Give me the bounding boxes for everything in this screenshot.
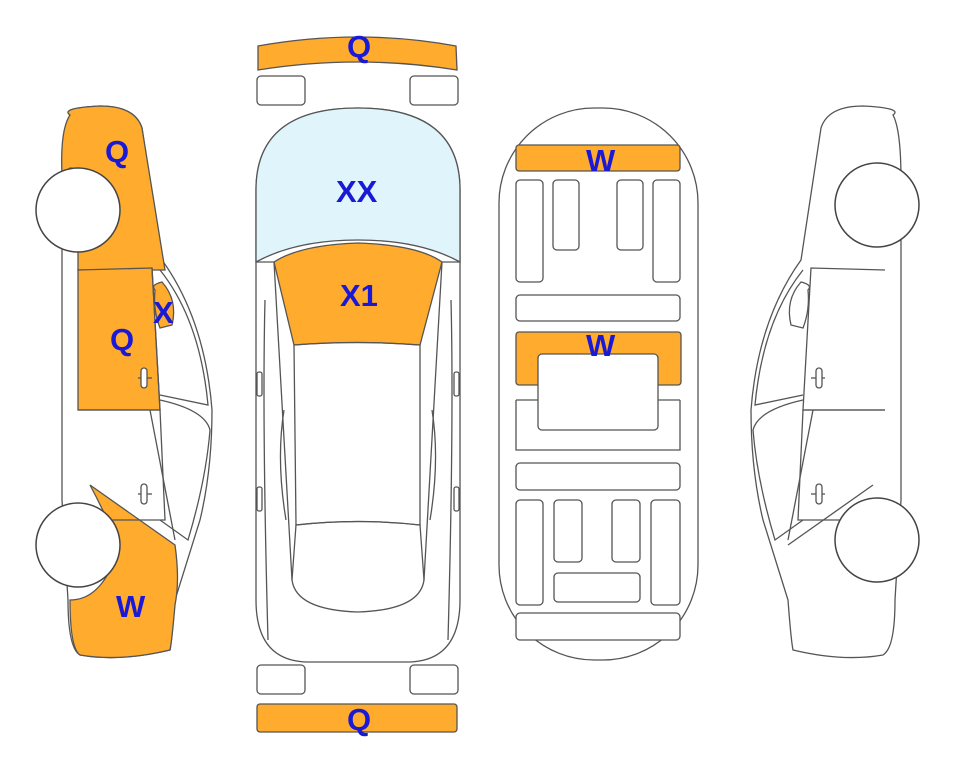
- front-roof-panel: [515, 144, 681, 172]
- rear-bumper-panel: [256, 703, 458, 733]
- windshield-panel: [255, 107, 461, 264]
- underside-view: W W: [498, 107, 699, 661]
- hood-label: X1: [340, 278, 378, 313]
- left-rear-wheel: [35, 502, 121, 588]
- left-mirror-panel: [152, 281, 175, 329]
- left-front-door-label: Q: [110, 322, 134, 357]
- right-taillight: [409, 664, 459, 695]
- left-front-wheel: [35, 167, 121, 253]
- left-fender-label: Q: [105, 134, 129, 169]
- left-taillight: [256, 664, 306, 695]
- left-side-view: Q Q X W: [35, 105, 213, 659]
- middle-floor-label: W: [586, 328, 616, 363]
- front-bumper-label: Q: [347, 29, 371, 64]
- left-rear-quarter-label: W: [116, 589, 146, 624]
- right-headlight: [409, 75, 459, 106]
- left-headlight: [256, 75, 306, 106]
- right-side-view: [750, 105, 920, 659]
- front-bumper-panel: [257, 36, 458, 71]
- top-view: Q XX X1 Q: [255, 29, 461, 737]
- windshield-label: XX: [336, 174, 378, 209]
- left-mirror-label: X: [153, 295, 174, 330]
- right-front-wheel: [834, 162, 920, 248]
- rear-bumper-label: Q: [347, 702, 371, 737]
- front-roof-label: W: [586, 143, 616, 178]
- right-rear-wheel: [834, 497, 920, 583]
